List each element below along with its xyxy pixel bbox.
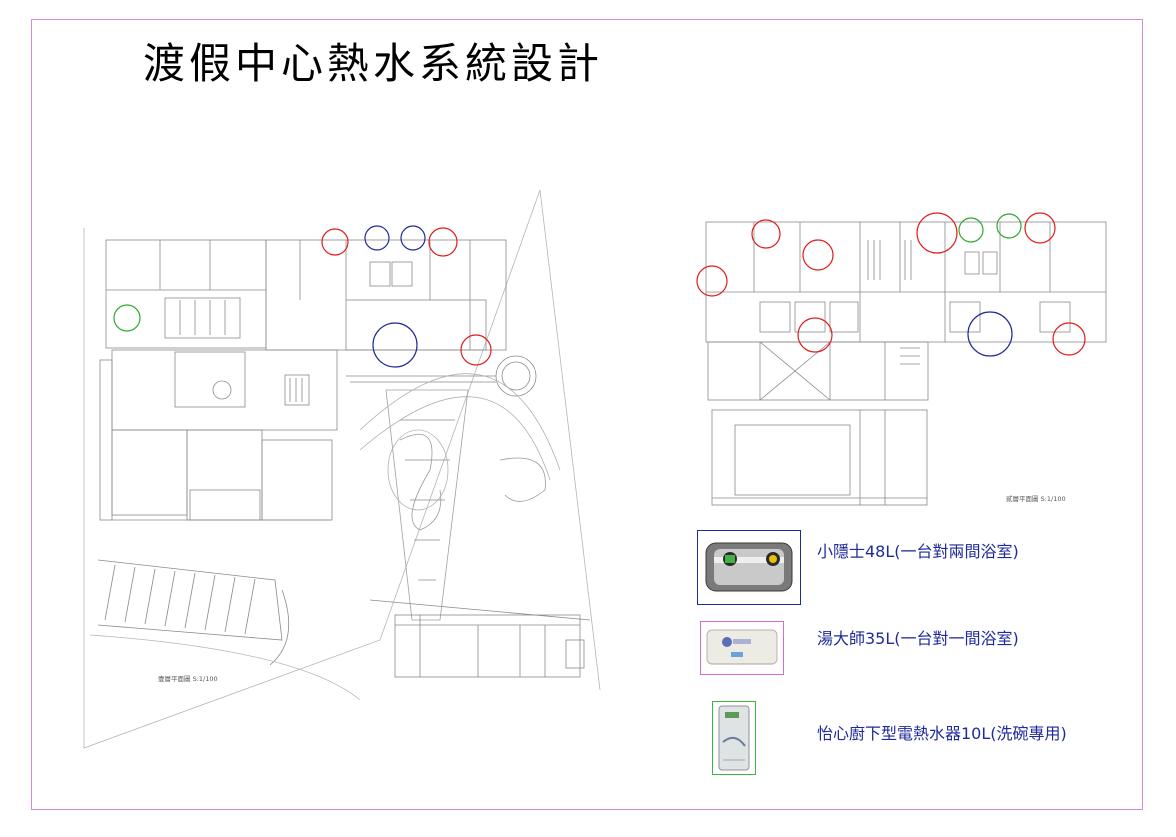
heater-35l-image [700, 621, 784, 675]
legend-label-48l: 小隱士48L(一台對兩間浴室) [817, 542, 1019, 561]
legend-label-35l: 湯大師35L(一台對一間浴室) [817, 629, 1019, 648]
ground-floor-markers [113, 225, 492, 368]
ground-floor-plan [83, 189, 601, 749]
heater-48l-image [697, 530, 801, 605]
ground-floor-label: 壹層平面圖 S:1/100 [158, 674, 218, 683]
second-floor-plan [705, 221, 1107, 506]
second-floor-markers [696, 212, 1086, 357]
heater-10l-image [712, 701, 756, 775]
legend-label-10l: 怡心廚下型電熱水器10L(洗碗專用) [817, 724, 1067, 743]
second-floor-label: 貳層平面圖 S:1/100 [1006, 494, 1066, 503]
page-frame [31, 19, 1143, 810]
page-title: 渡假中心熱水系統設計 [143, 39, 604, 88]
